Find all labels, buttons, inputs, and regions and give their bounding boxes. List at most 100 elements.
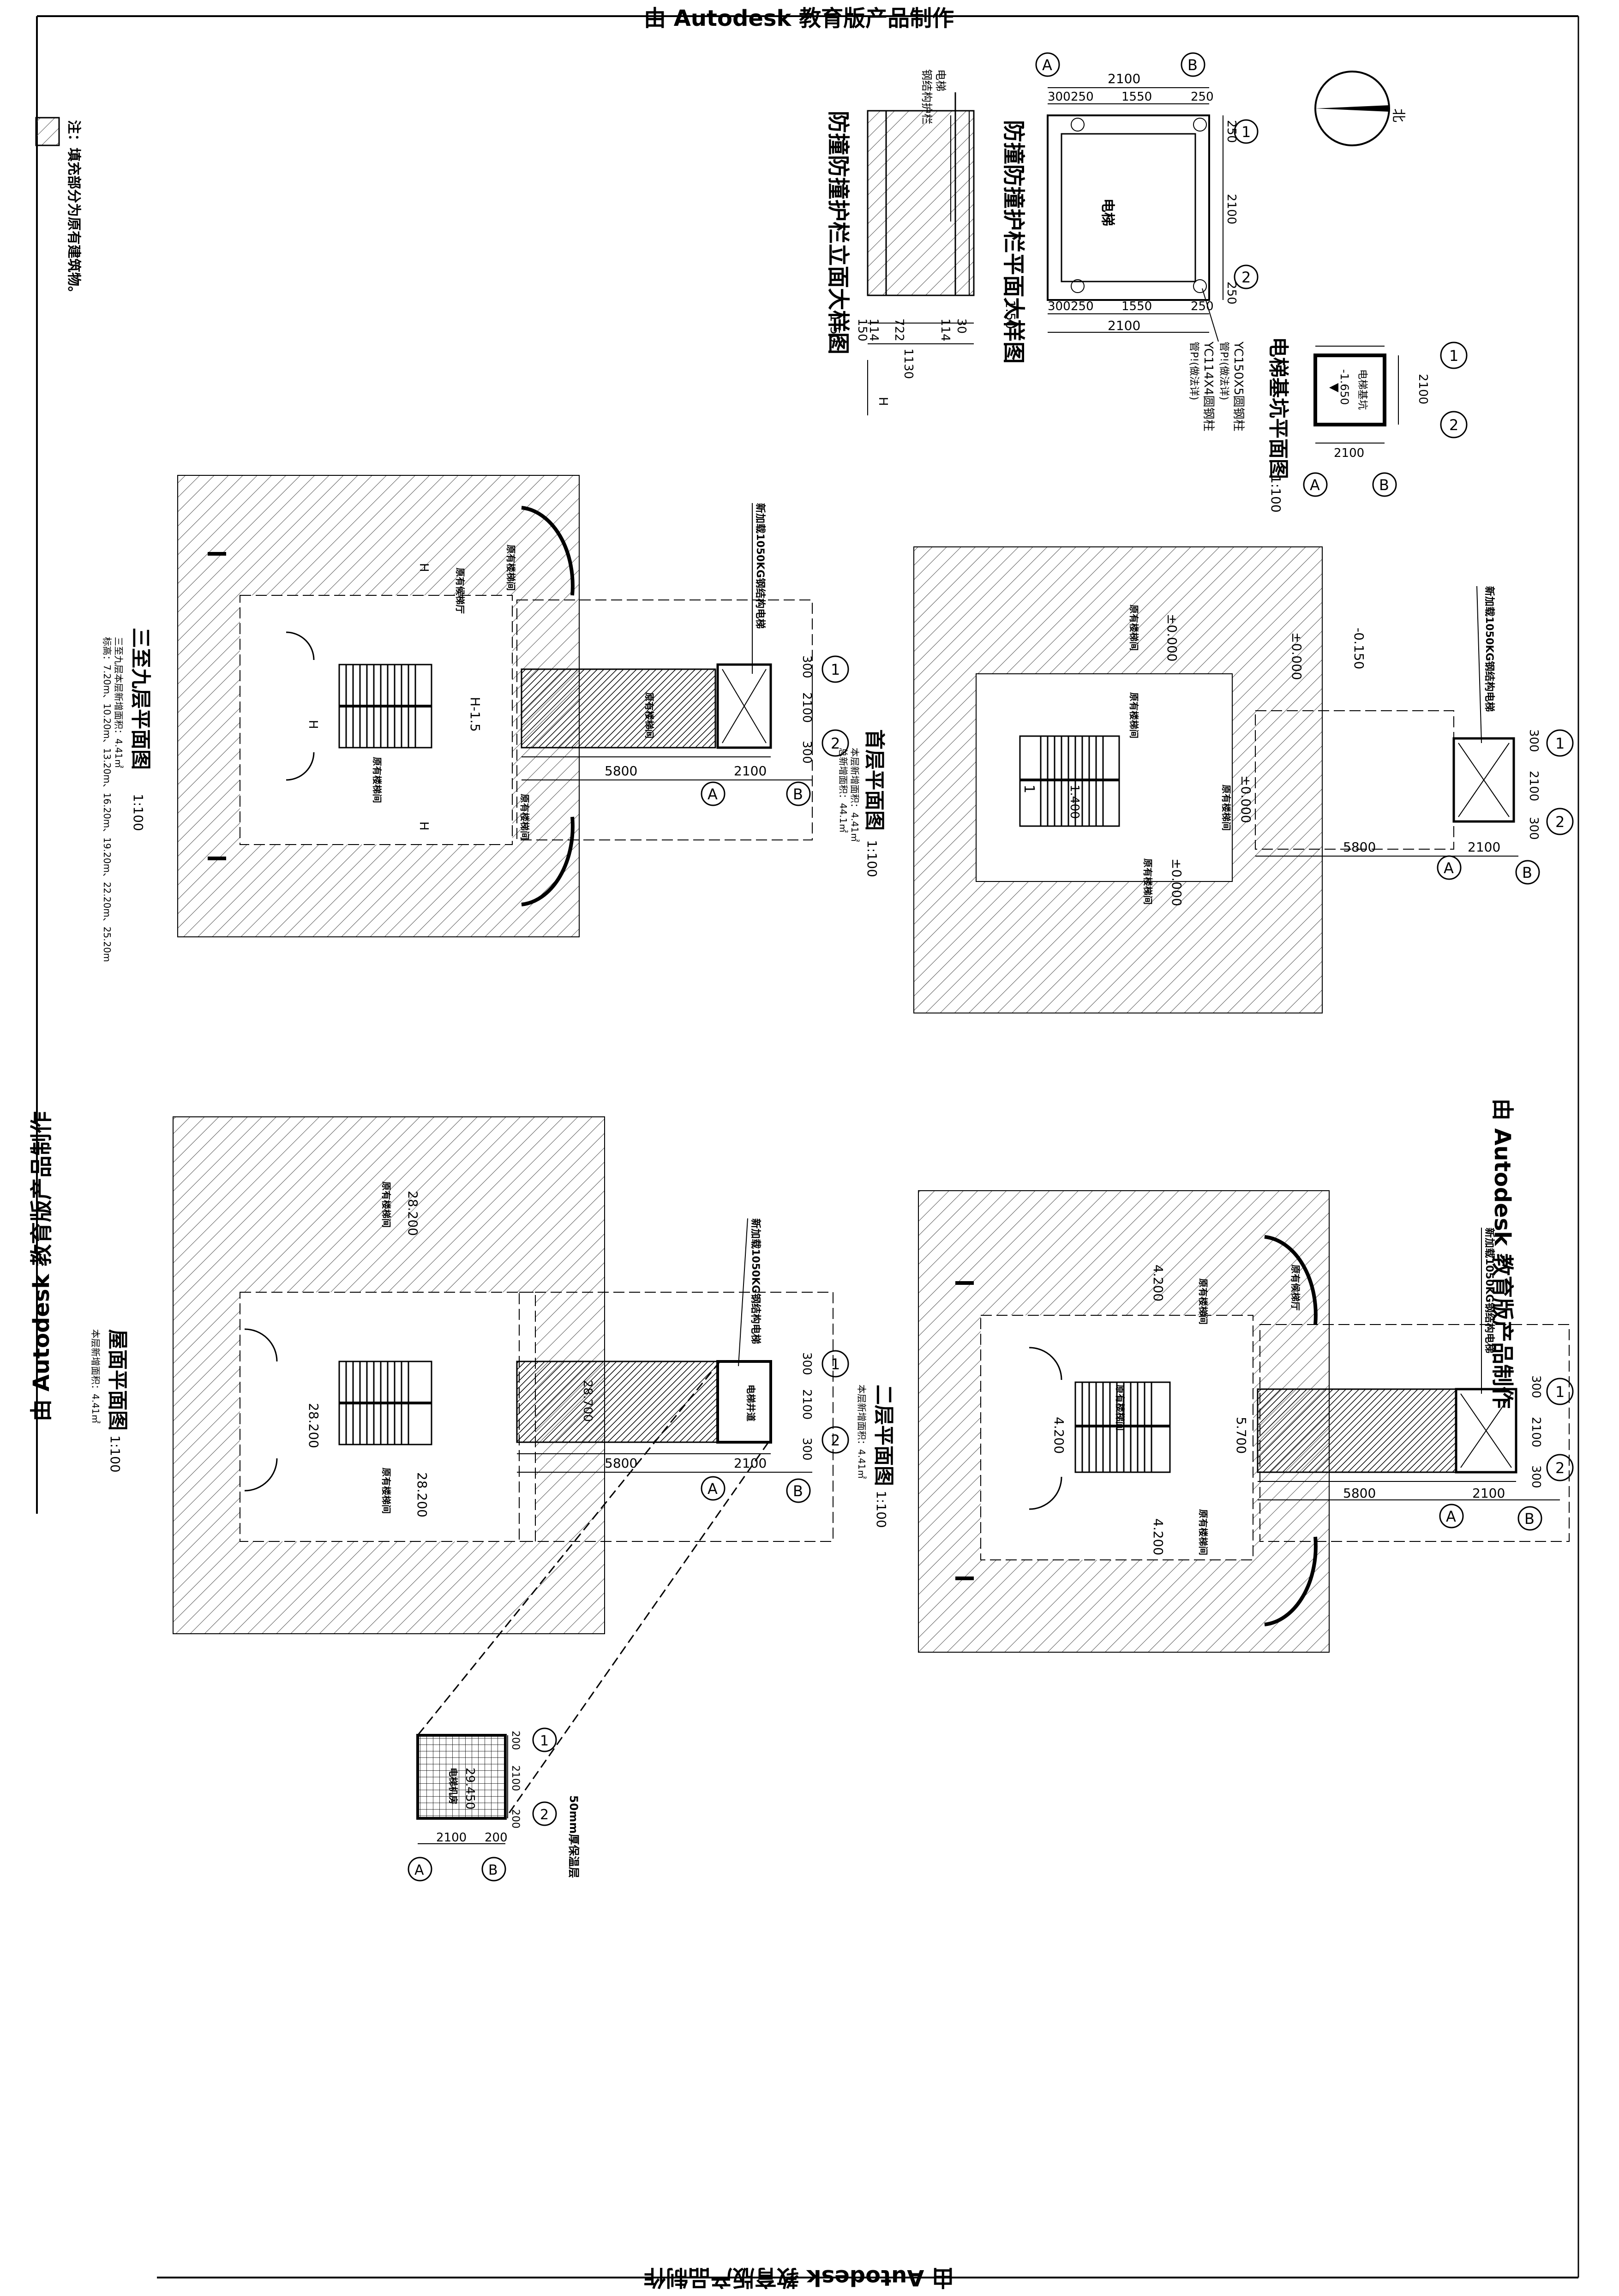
- f1-note-2: 总新增面积：44.1㎡: [838, 748, 849, 833]
- plan-title: 防撞防撞护栏平面大样图: [1001, 120, 1026, 364]
- f39-grid-b: B: [793, 785, 803, 803]
- pit-dim-v: 2100: [1416, 374, 1430, 404]
- floor-1-plan: ±0.000 ±0.000 -0.150 ±0.000 ±0.000 1.400…: [838, 546, 1574, 1013]
- guardrail-plan-detail: 电梯 A B 1 2 2100 300 250 1550 250 300 250…: [1001, 52, 1259, 432]
- plan-callout-2: YC114X4圆钢柱: [1201, 341, 1215, 432]
- f2-room-3: 原有楼梯间: [1115, 1385, 1126, 1431]
- pit-grid-1: 1: [1449, 347, 1458, 365]
- f2-dim-2100v: 2100: [1529, 1417, 1543, 1447]
- plan-dim-col-r: 250: [1191, 90, 1214, 104]
- f39-title: 三至九层平面图: [129, 628, 152, 770]
- roof-dim-2100v: 2100: [800, 1389, 814, 1420]
- rd-dim-v3: 200: [510, 1809, 521, 1828]
- pit-dim-h: 2100: [1334, 446, 1364, 460]
- plan-dim-total-b: 2100: [1108, 318, 1140, 333]
- f39-grid-1: 1: [831, 661, 840, 678]
- elev-dim-1: 114: [867, 318, 881, 342]
- roof-elev-1: 28.200: [405, 1191, 420, 1236]
- roof-grid-1: 1: [831, 1355, 840, 1373]
- f39-room-5: 原有楼梯间: [644, 692, 655, 738]
- f1-grid-b: B: [1522, 864, 1532, 881]
- f1-dim-2100: 2100: [1468, 839, 1500, 855]
- f1-dim-5800: 5800: [1343, 839, 1376, 855]
- plan-dim-side: 300: [1048, 90, 1071, 104]
- rd-level: 29.450: [463, 1768, 477, 1810]
- roof-note-1: 本层新增面积：4.41㎡: [90, 1329, 101, 1424]
- f39-dim-2100: 2100: [734, 763, 767, 779]
- legend-note-text: 注：填充部分为原有建筑物。: [66, 120, 82, 300]
- f1-grid-2: 2: [1555, 813, 1565, 831]
- roof-room-2: 原有楼梯间: [381, 1468, 392, 1514]
- plan-dim-mid: 1550: [1121, 90, 1152, 104]
- plan-dim-col-r-b: 250: [1191, 300, 1214, 313]
- f2-grid-b: B: [1524, 1510, 1535, 1528]
- f1-room-2: 原有楼梯间: [1221, 785, 1232, 831]
- f39-grid-a: A: [708, 785, 718, 803]
- roof-machine-room-detail: 29.450 电梯机房 50mm厚保温层 200 2100 200 2100 2…: [408, 1727, 580, 1882]
- plan-dim-side-b: 300: [1048, 300, 1071, 313]
- roof-plan: 电梯井道 28.200 28.200 28.200 28.700 原有楼梯间 原…: [90, 1116, 849, 1819]
- f39-grid-2: 2: [831, 735, 840, 752]
- elev-dim-2: 722: [892, 318, 906, 342]
- f1-scale: 1:100: [864, 840, 880, 877]
- pit-grid-a: A: [1310, 476, 1320, 494]
- roof-elevator-room: 电梯井道: [745, 1385, 756, 1421]
- f2-elev-1: 4.200: [1151, 1265, 1166, 1301]
- f1-elev-3: -0.150: [1351, 628, 1367, 669]
- f1-elev-4: ±0.000: [1238, 775, 1253, 823]
- floor-2-plan: 4.200 4.200 5.700 4.200 原有楼梯间 原有候梯厅 原有楼梯…: [856, 1190, 1574, 1653]
- f1-grid-1: 1: [1555, 735, 1565, 752]
- plan-dim-mid-b: 1550: [1121, 300, 1152, 313]
- f39-room-1: 原有候梯厅: [455, 568, 466, 614]
- f2-scale: 1:100: [874, 1491, 889, 1528]
- roof-grid-a: A: [708, 1480, 718, 1498]
- rd-dim-v1: 200: [510, 1731, 521, 1750]
- elev-title: 防撞防撞护栏立面大样图: [825, 111, 851, 354]
- floor-3-9-plan: H-1.5 H H H 原有候梯厅 原有楼梯间 原有楼梯间 原有楼梯间 原有楼梯…: [102, 475, 849, 962]
- elev-dim-0: 150: [855, 318, 869, 342]
- f1-stair-level: 1.400: [1067, 785, 1081, 819]
- roof-grid-2: 2: [831, 1432, 840, 1449]
- north-label: 北: [1390, 108, 1406, 122]
- elev-callout: 电梯: [934, 69, 947, 91]
- f39-room-4: 原有楼梯间: [519, 794, 530, 840]
- f39-dim-2100v: 2100: [800, 692, 814, 723]
- plan-dim-total: 2100: [1108, 71, 1140, 86]
- f1-room-1: 原有楼梯间: [1128, 605, 1139, 651]
- elev-dim-total: 1130: [901, 348, 915, 379]
- rd-grid-2: 2: [540, 1807, 549, 1823]
- roof-dim-5800: 5800: [605, 1456, 637, 1471]
- roof-callout: 新加载1050KG钢结构电梯: [750, 1218, 762, 1344]
- roof-elev-3: 28.200: [414, 1472, 430, 1517]
- f2-callout: 新加载1050KG钢结构电梯: [1483, 1228, 1495, 1353]
- plan-dim-col-b: 250: [1071, 300, 1094, 313]
- f39-scale: 1:100: [131, 794, 146, 831]
- f39-dim-5800: 5800: [605, 763, 637, 779]
- plan-callout-1: YC150X5圆钢柱: [1231, 341, 1245, 432]
- f2-grid-a: A: [1446, 1508, 1456, 1525]
- plan-grid-a: A: [1042, 56, 1052, 74]
- f1-dim-300a: 300: [1527, 729, 1541, 752]
- pit-label: 电梯基坑: [1356, 369, 1368, 410]
- pit-title: 电梯基坑平面图: [1266, 337, 1290, 479]
- plan-scale: 1:50: [1003, 300, 1018, 329]
- f2-grid-1: 1: [1555, 1383, 1565, 1401]
- roof-elev-4: 28.700: [581, 1380, 594, 1422]
- plan-dim-v-top: 250: [1224, 120, 1238, 143]
- rd-grid-1: 1: [540, 1733, 549, 1749]
- north-arrow: 北: [1314, 71, 1406, 146]
- f1-elev-1: ±0.000: [1164, 614, 1180, 662]
- pit-grid-2: 2: [1449, 416, 1458, 434]
- roof-dim-300a: 300: [800, 1352, 814, 1375]
- plan-callout-1b: 管P!(做法详): [1218, 342, 1229, 400]
- elev-scale: 1:50: [827, 314, 843, 343]
- f39-room-3: 原有楼梯间: [372, 757, 383, 803]
- roof-dim-300b: 300: [800, 1438, 814, 1461]
- pit-level: -1.650: [1338, 369, 1351, 405]
- f39-h1: H: [306, 720, 320, 729]
- elev-dim-3: 114: [938, 318, 952, 342]
- rd-dim-v2: 2100: [510, 1765, 521, 1791]
- legend-note: 注：填充部分为原有建筑物。: [35, 117, 82, 300]
- f2-dim-2100: 2100: [1472, 1486, 1505, 1501]
